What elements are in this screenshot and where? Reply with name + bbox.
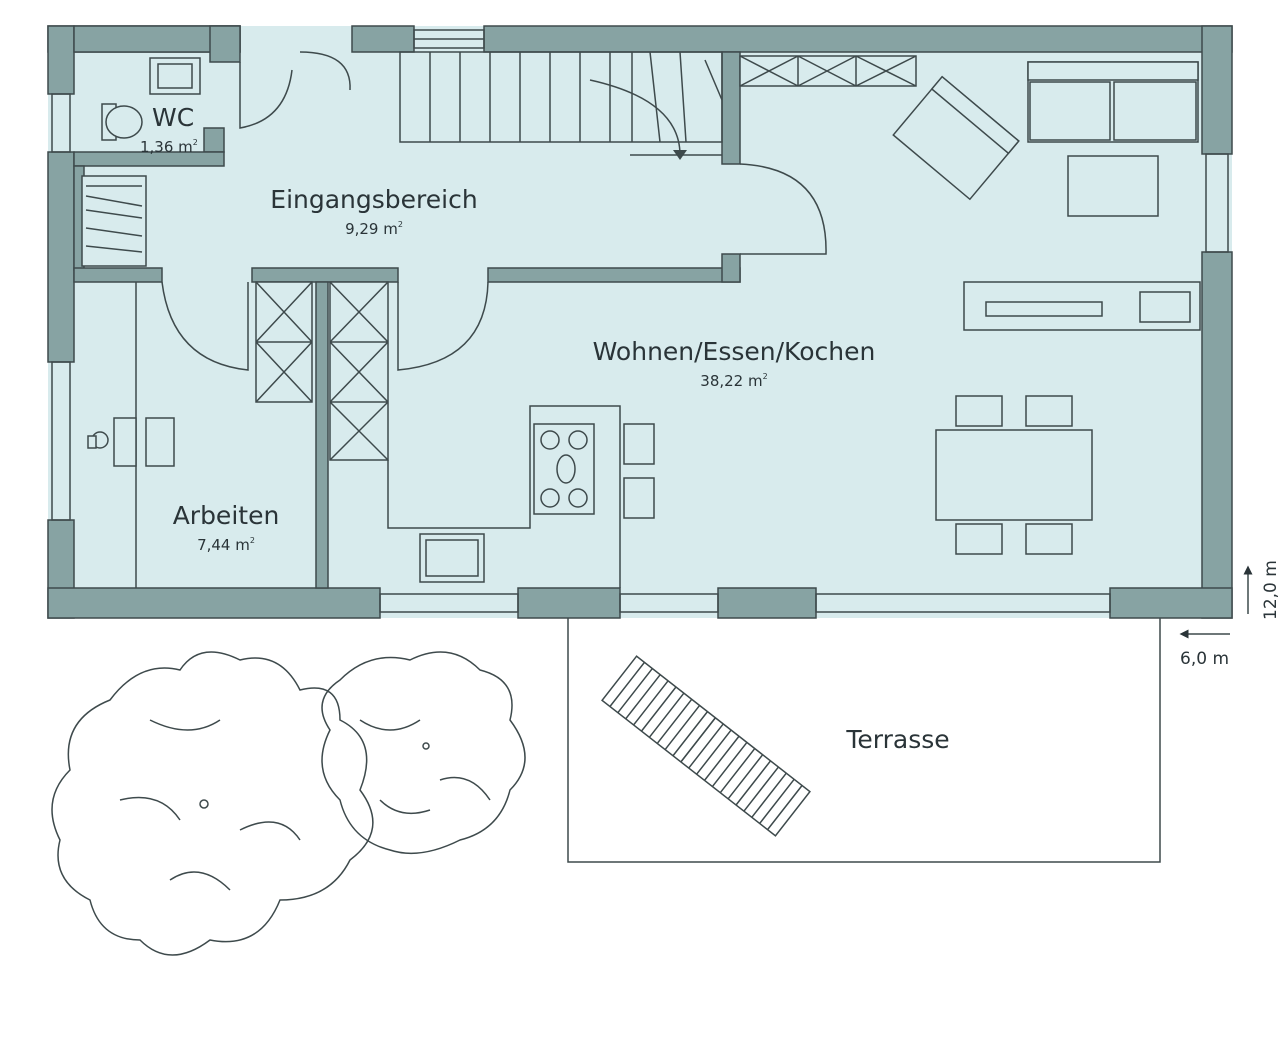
living-furniture [892, 61, 1201, 331]
wc-name: WC [152, 103, 194, 132]
wc-fixtures [101, 57, 201, 141]
office-furniture [87, 282, 175, 588]
living-name: Wohnen/Essen/Kochen [593, 337, 876, 366]
dimension-width: 6,0 m [1180, 649, 1229, 669]
tree-left [51, 651, 374, 956]
shelf-top [739, 55, 917, 87]
entrance-name: Eingangsbereich [270, 185, 477, 214]
dimension-arrows [1179, 565, 1253, 639]
office-area: 7,44 m2 [197, 536, 255, 554]
cabinet-left [255, 281, 313, 403]
windows [51, 29, 1229, 613]
wc-area: 1,36 m2 [140, 138, 198, 156]
room-label-wc: WC 1,36 m2 [140, 103, 198, 156]
room-label-living: Wohnen/Essen/Kochen 38,22 m2 [593, 337, 876, 390]
wardrobe-entrance [81, 175, 147, 267]
living-area: 38,22 m2 [700, 372, 767, 390]
entrance-area: 9,29 m2 [345, 220, 403, 238]
interior-walls [73, 25, 741, 589]
tree-right [321, 651, 526, 855]
terrace [567, 618, 1161, 863]
cabinet-right [329, 281, 389, 461]
dining-table [935, 395, 1093, 555]
doors [161, 51, 827, 371]
room-label-office: Arbeiten 7,44 m2 [173, 501, 280, 554]
kitchen [387, 405, 655, 588]
dimension-length: 12,0 m [1261, 560, 1280, 620]
room-label-entrance: Eingangsbereich 9,29 m2 [270, 185, 477, 238]
staircase [399, 51, 723, 160]
terrace-name: Terrasse [845, 725, 949, 754]
office-name: Arbeiten [173, 501, 280, 530]
